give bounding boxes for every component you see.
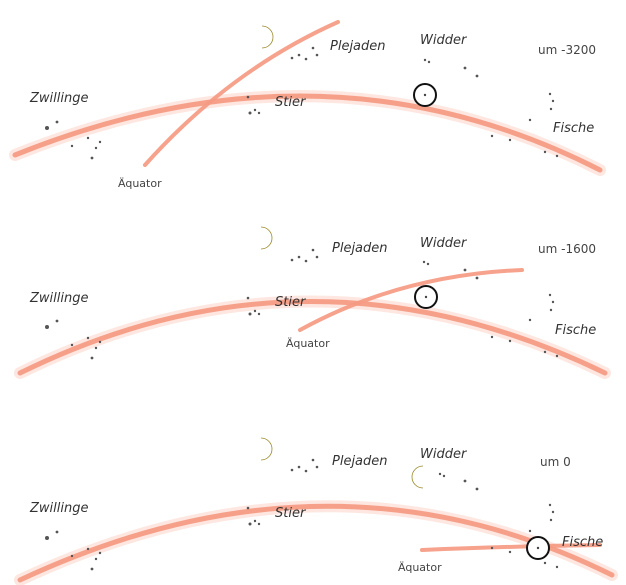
label-twins: Zwillinge — [29, 91, 88, 106]
label-aries: Widder — [420, 447, 468, 462]
era-label: um 0 — [540, 455, 571, 469]
label-pleiades: Plejaden — [332, 454, 388, 469]
pisces-stars — [490, 293, 559, 358]
era-label: um -1600 — [538, 242, 596, 256]
gemini-stars — [45, 319, 102, 360]
taurus-stars — [246, 296, 261, 316]
label-equator: Äquator — [398, 561, 442, 574]
era-label: um -3200 — [538, 43, 596, 57]
aries-stars — [422, 260, 479, 280]
label-pisces: Fische — [553, 121, 594, 136]
label-taurus: Stier — [275, 295, 307, 310]
pleiades-stars — [290, 46, 319, 61]
pisces-stars — [490, 503, 559, 569]
panel-3: Zwillinge Plejaden Widder Stier Fische Ä… — [14, 437, 618, 585]
gemini-stars — [45, 120, 102, 160]
label-pleiades: Plejaden — [332, 241, 388, 256]
label-taurus: Stier — [275, 95, 307, 110]
label-aries: Widder — [420, 236, 468, 251]
sun-circle-icon — [413, 83, 437, 107]
equator-line — [298, 268, 524, 332]
sun-circle-icon — [414, 285, 438, 309]
label-equator: Äquator — [286, 337, 330, 350]
equator-line — [143, 20, 340, 167]
label-twins: Zwillinge — [29, 291, 88, 306]
label-taurus: Stier — [275, 506, 307, 521]
aries-stars — [423, 58, 479, 78]
crescent-moon-icon — [260, 226, 273, 250]
equator-line — [420, 543, 602, 552]
aries-stars — [438, 472, 479, 491]
crescent-moon-icon — [261, 25, 274, 49]
crescent-moon-icon — [260, 437, 273, 461]
label-equator: Äquator — [118, 177, 162, 190]
crescent-moon-icon — [411, 465, 424, 489]
taurus-stars — [246, 95, 261, 115]
gemini-stars — [45, 530, 102, 571]
label-aries: Widder — [420, 33, 468, 48]
label-pisces: Fische — [555, 323, 596, 338]
label-pleiades: Plejaden — [330, 39, 386, 54]
pisces-stars — [490, 92, 559, 158]
sun-circle-icon — [526, 536, 550, 560]
panel-2: Zwillinge Plejaden Widder Stier Fische Ä… — [14, 226, 611, 379]
ecliptic-line — [17, 299, 608, 376]
panel-1: Zwillinge Plejaden Widder Stier Fische Ä… — [9, 20, 606, 190]
label-pisces: Fische — [562, 535, 603, 550]
taurus-stars — [246, 506, 261, 526]
ecliptic-line — [12, 93, 603, 173]
label-twins: Zwillinge — [29, 501, 88, 516]
pleiades-stars — [290, 248, 319, 263]
pleiades-stars — [290, 458, 319, 473]
